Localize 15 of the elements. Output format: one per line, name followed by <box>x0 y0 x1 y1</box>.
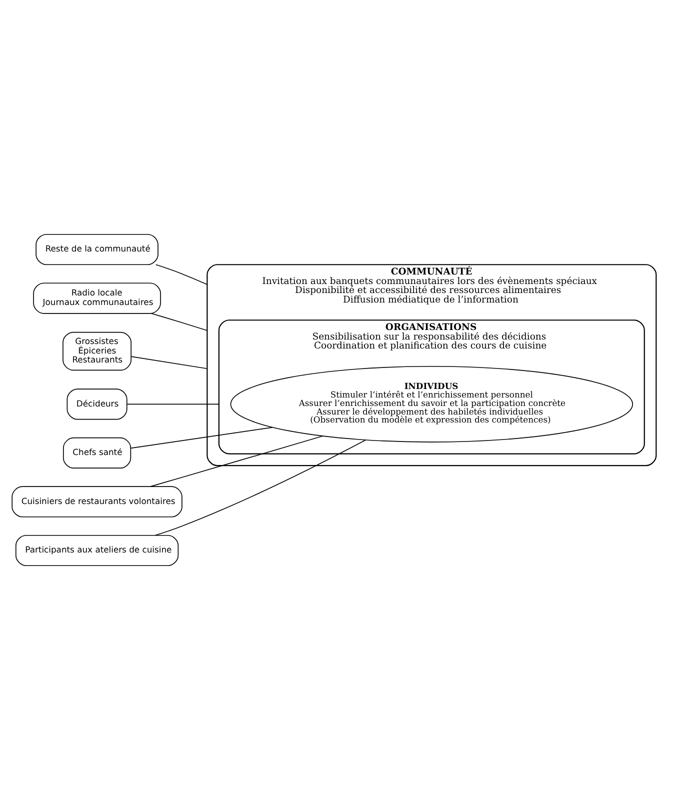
connector <box>150 435 323 486</box>
connector <box>130 426 273 448</box>
node-box: Reste de la communauté <box>36 233 158 265</box>
node-ellipse: INDIVIDUS Stimuler l’intérêt et l’enrichissement personnel Assurer l’enrichissement du savoir et la participation concrète Assurer le développement des habiletés individuelles (Observation du modèle et expression des compétences) <box>230 365 634 442</box>
connector <box>126 403 220 404</box>
node-box: Radio locale Journaux communautaires <box>33 282 161 314</box>
connector <box>154 439 366 536</box>
connector <box>150 312 208 330</box>
node-box: Participants aux ateliers de cuisine <box>15 534 179 566</box>
node-box: Chefs santé <box>62 436 132 468</box>
node-box: Grossistes Épiceries Restaurants <box>62 331 132 370</box>
connector <box>155 264 208 284</box>
connector <box>130 356 208 369</box>
node-box: Cuisiniers de restaurants volontaires <box>12 486 182 517</box>
node-box: Décideurs <box>66 388 128 420</box>
